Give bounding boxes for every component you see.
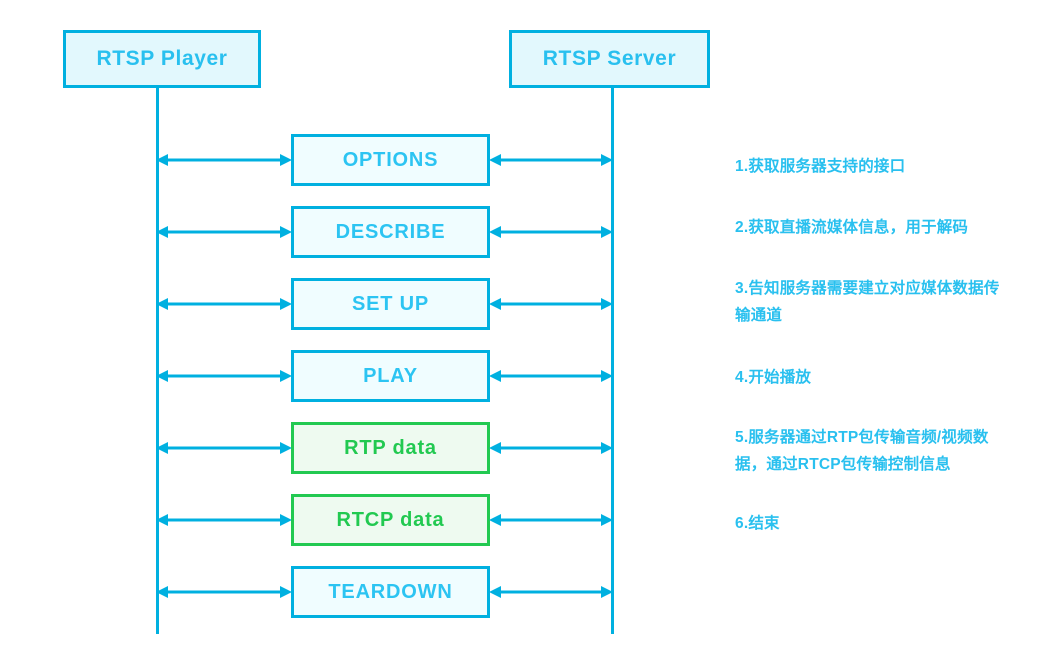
message-label: SET UP bbox=[351, 292, 430, 315]
double-arrow-icon bbox=[489, 368, 613, 384]
double-arrow-icon bbox=[489, 224, 613, 240]
message-label: RTCP data bbox=[336, 508, 445, 531]
annotation-item: 3.告知服务器需要建立对应媒体数据传输通道 bbox=[735, 280, 1000, 324]
annotation-item: 1.获取服务器支持的接口 bbox=[735, 158, 906, 175]
double-arrow-icon bbox=[489, 512, 613, 528]
annotation-item: 2.获取直播流媒体信息，用于解码 bbox=[735, 219, 969, 236]
message-box: TEARDOWN bbox=[291, 566, 490, 618]
message-row: PLAY bbox=[0, 350, 1060, 402]
double-arrow-icon bbox=[156, 152, 292, 168]
message-label: RTP data bbox=[344, 436, 437, 459]
lifeline-rtsp-player bbox=[156, 88, 159, 634]
lifeline-rtsp-server bbox=[611, 88, 614, 634]
double-arrow-icon bbox=[156, 368, 292, 384]
double-arrow-icon bbox=[156, 296, 292, 312]
message-box: SET UP bbox=[291, 278, 490, 330]
participant-rtsp-server: RTSP Server bbox=[509, 30, 710, 88]
participant-rtsp-player: RTSP Player bbox=[63, 30, 261, 88]
message-row: OPTIONS bbox=[0, 134, 1060, 186]
message-box: DESCRIBE bbox=[291, 206, 490, 258]
message-row: RTCP data bbox=[0, 494, 1060, 546]
double-arrow-icon bbox=[489, 296, 613, 312]
annotation-item: 6.结束 bbox=[735, 515, 780, 532]
double-arrow-icon bbox=[156, 512, 292, 528]
message-box: RTP data bbox=[291, 422, 490, 474]
annotation-item: 4.开始播放 bbox=[735, 369, 812, 386]
participant-label: RTSP Player bbox=[96, 47, 228, 70]
double-arrow-icon bbox=[156, 584, 292, 600]
double-arrow-icon bbox=[156, 440, 292, 456]
message-label: DESCRIBE bbox=[335, 220, 446, 243]
message-row: SET UP bbox=[0, 278, 1060, 330]
message-box: OPTIONS bbox=[291, 134, 490, 186]
message-label: PLAY bbox=[363, 364, 418, 387]
double-arrow-icon bbox=[489, 584, 613, 600]
message-label: OPTIONS bbox=[342, 148, 439, 171]
double-arrow-icon bbox=[156, 224, 292, 240]
message-row: DESCRIBE bbox=[0, 206, 1060, 258]
message-row: TEARDOWN bbox=[0, 566, 1060, 618]
double-arrow-icon bbox=[489, 440, 613, 456]
message-row: RTP data bbox=[0, 422, 1060, 474]
message-label: TEARDOWN bbox=[328, 580, 453, 603]
double-arrow-icon bbox=[489, 152, 613, 168]
participant-label: RTSP Server bbox=[542, 47, 677, 70]
annotation-item: 5.服务器通过RTP包传输音频/视频数据，通过RTCP包传输控制信息 bbox=[735, 429, 989, 473]
annotation-list: 1.获取服务器支持的接口 2.获取直播流媒体信息，用于解码 3.告知服务器需要建… bbox=[735, 0, 1035, 650]
message-box: RTCP data bbox=[291, 494, 490, 546]
message-box: PLAY bbox=[291, 350, 490, 402]
